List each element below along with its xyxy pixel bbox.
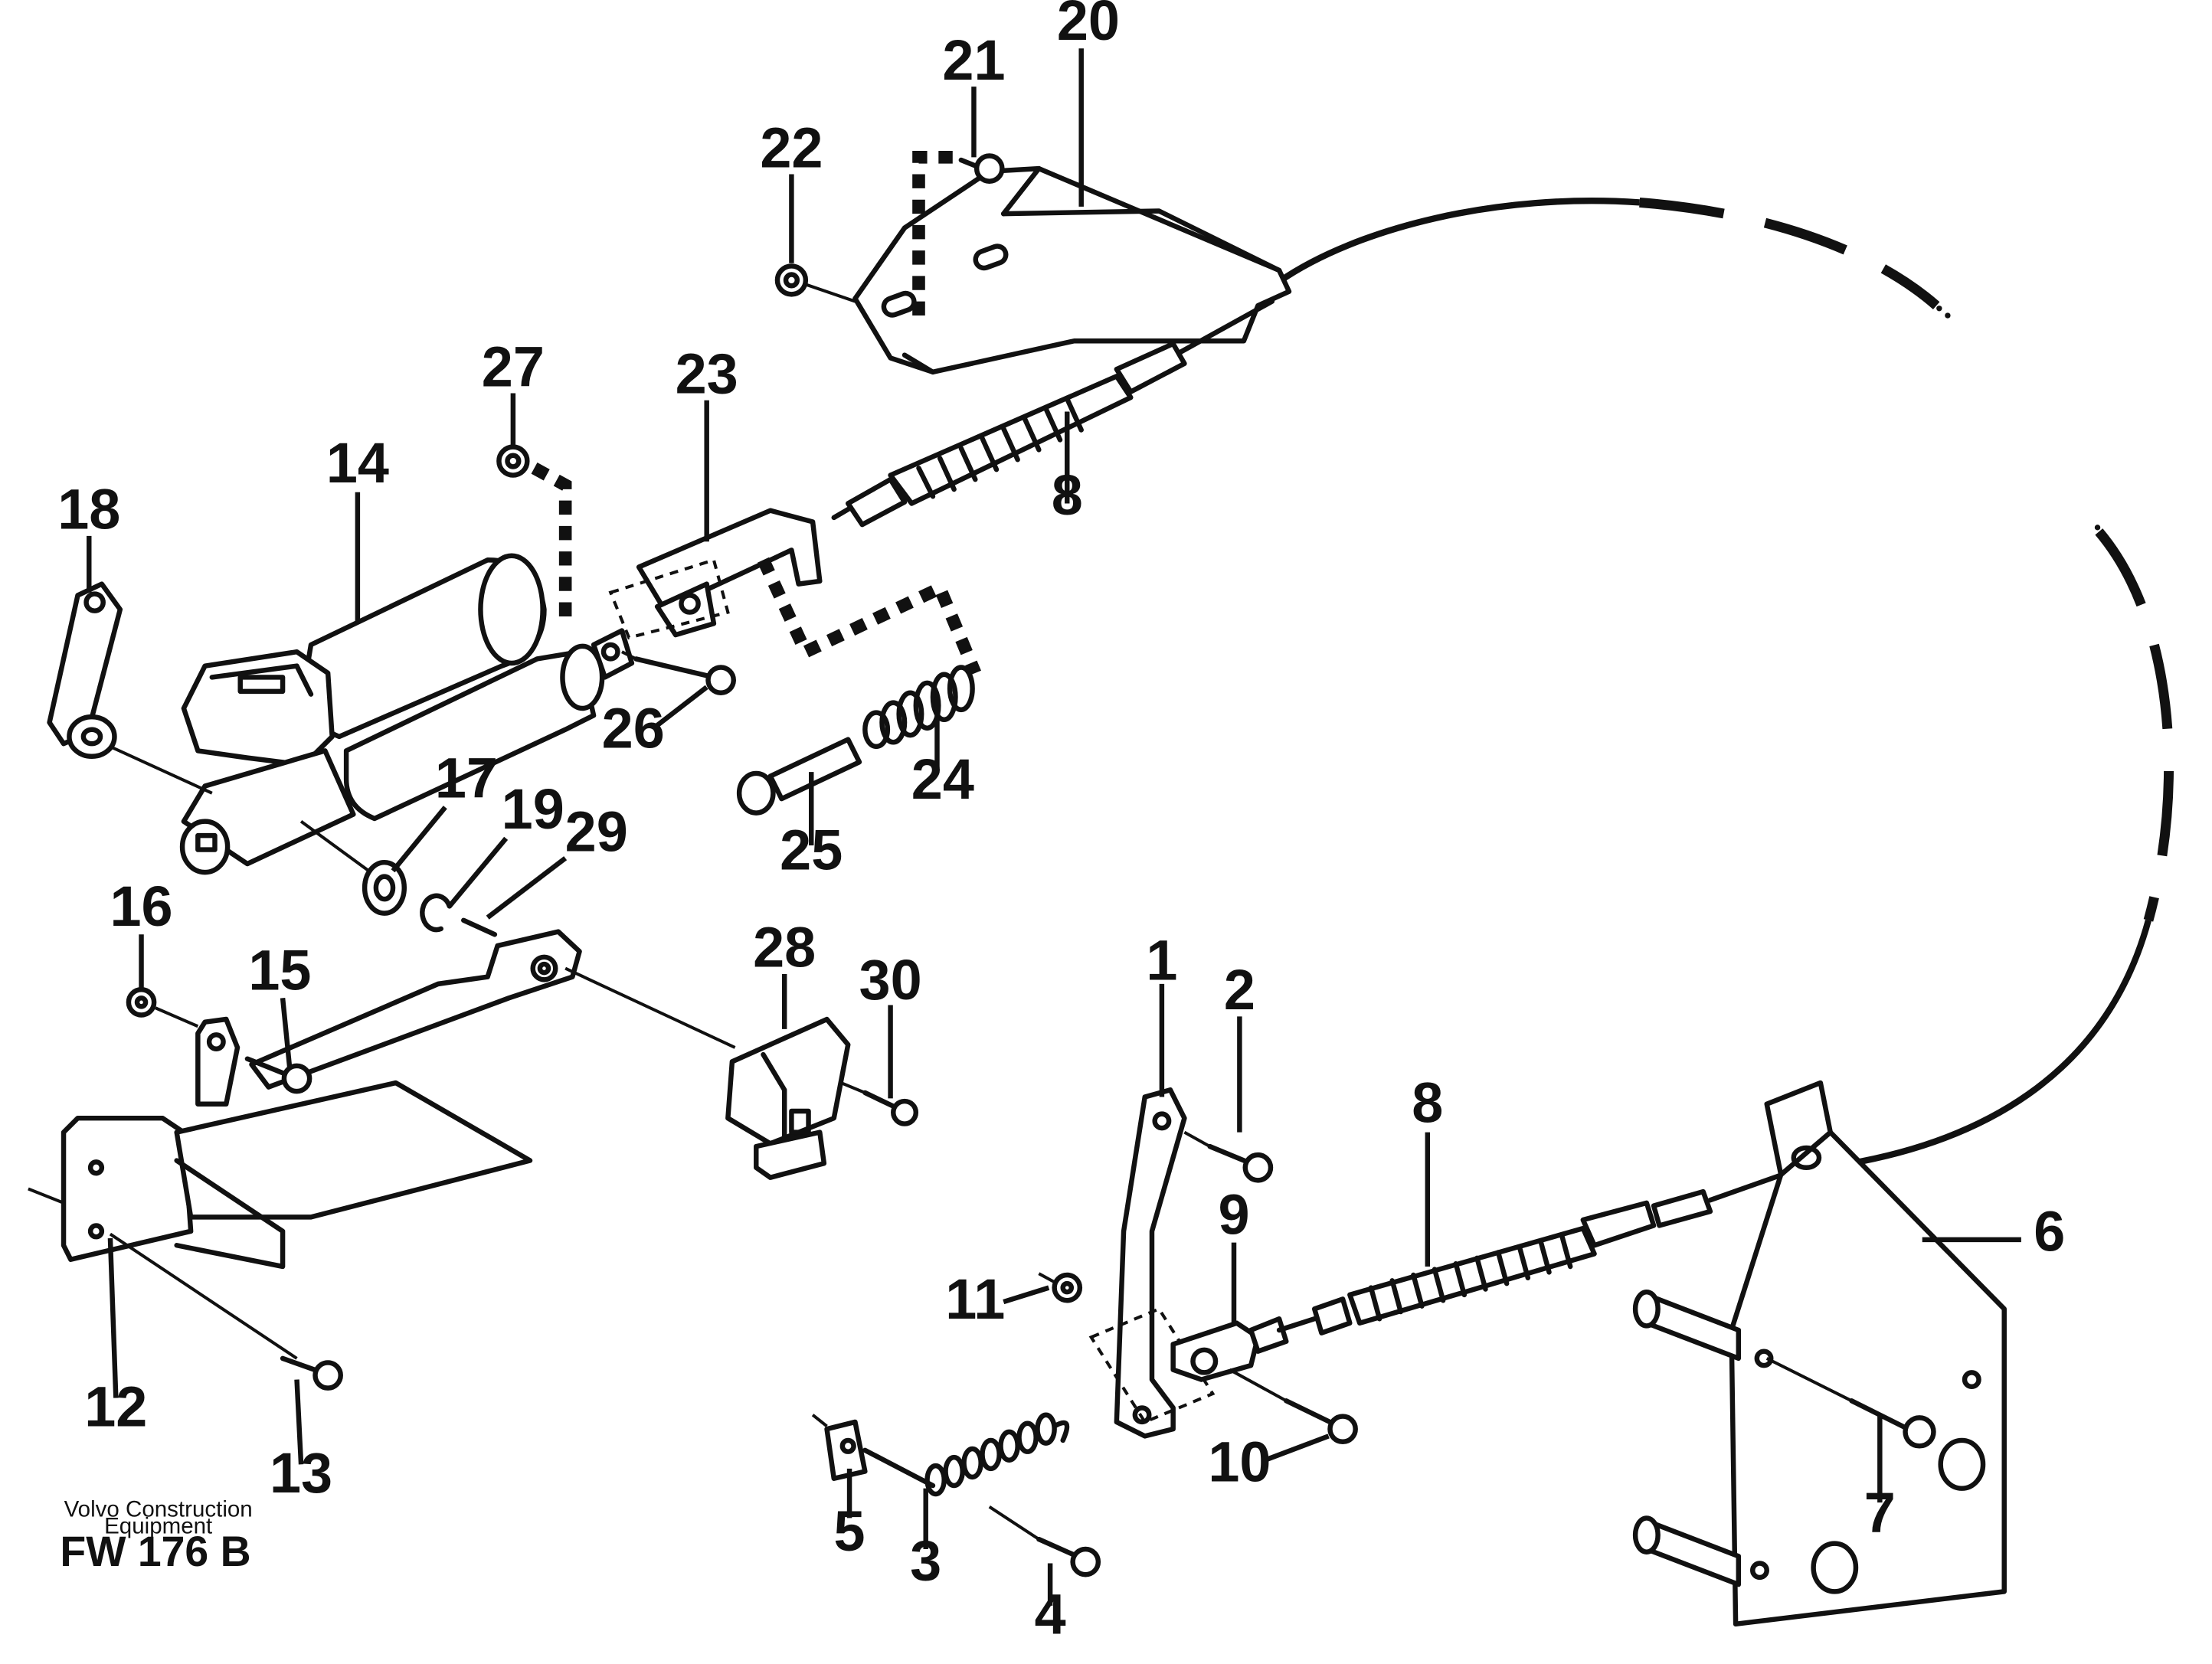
screw-2 bbox=[1183, 1130, 1274, 1183]
screw-26 bbox=[621, 650, 736, 695]
callout-8-lower: 8 bbox=[1412, 1071, 1443, 1135]
base-bracket-12 bbox=[28, 929, 736, 1360]
screw-21 bbox=[958, 153, 1005, 184]
nut-22 bbox=[774, 263, 856, 303]
sensor-28 bbox=[725, 1016, 851, 1180]
callout-13: 13 bbox=[270, 1441, 332, 1505]
cable-sleeve-upper bbox=[831, 299, 1275, 528]
callout-4: 4 bbox=[1035, 1583, 1066, 1646]
upper-cable-bracket bbox=[852, 151, 1292, 375]
caption-brand-line1: Volvo Construction bbox=[64, 1497, 253, 1522]
callout-8-upper: 8 bbox=[1052, 463, 1083, 527]
callout-7: 7 bbox=[1864, 1481, 1896, 1545]
callout-25: 25 bbox=[780, 818, 843, 881]
bracket-5 bbox=[811, 1414, 868, 1481]
callout-6: 6 bbox=[2034, 1200, 2065, 1264]
figure-caption: Volvo Construction Equipment FW 176 B bbox=[60, 1497, 252, 1576]
callout-16: 16 bbox=[110, 874, 172, 938]
callout-23: 23 bbox=[676, 342, 738, 406]
callout-30: 30 bbox=[859, 948, 922, 1012]
nut-11 bbox=[1038, 1272, 1083, 1303]
cable-sleeve-lower bbox=[1276, 1165, 1805, 1335]
screw-30 bbox=[840, 1081, 919, 1126]
callout-28: 28 bbox=[753, 916, 816, 979]
actuator-motor-14 bbox=[179, 553, 635, 877]
pin-25 bbox=[736, 737, 862, 816]
callout-20: 20 bbox=[1057, 0, 1120, 52]
throttle-cable bbox=[1277, 197, 2174, 1171]
callout-14: 14 bbox=[326, 431, 389, 495]
callout-3: 3 bbox=[910, 1529, 941, 1593]
screw-4 bbox=[988, 1505, 1101, 1577]
callout-27: 27 bbox=[482, 335, 545, 398]
bushing-17 bbox=[362, 859, 407, 916]
pin-29 bbox=[461, 917, 498, 937]
figure-id: FW 176 B bbox=[60, 1528, 250, 1575]
callout-26: 26 bbox=[602, 697, 665, 760]
callout-15: 15 bbox=[248, 938, 311, 1002]
mounting-plate-6 bbox=[1632, 1080, 2007, 1627]
callout-21: 21 bbox=[942, 28, 1005, 92]
callout-1: 1 bbox=[1146, 928, 1177, 992]
clip-19 bbox=[420, 893, 453, 933]
callout-2: 2 bbox=[1224, 958, 1255, 1022]
callout-5: 5 bbox=[834, 1499, 865, 1563]
small-bracket-23 bbox=[608, 508, 823, 640]
callout-labels: 1 2 3 4 5 6 7 8 8 9 10 11 12 13 14 15 16… bbox=[57, 0, 2065, 1646]
callout-19: 19 bbox=[502, 777, 564, 841]
callout-22: 22 bbox=[760, 116, 823, 179]
screw-13 bbox=[280, 1355, 343, 1391]
callout-10: 10 bbox=[1208, 1430, 1271, 1493]
caption-brand-line2: Equipment bbox=[104, 1514, 212, 1539]
leader-lines bbox=[87, 48, 2021, 1606]
screw-15 bbox=[244, 1056, 312, 1094]
pedal-lever-1 bbox=[1088, 1087, 1216, 1439]
callout-17: 17 bbox=[435, 746, 498, 809]
callout-11: 11 bbox=[945, 1267, 1005, 1331]
spring-3 bbox=[862, 1412, 1070, 1497]
callout-12: 12 bbox=[84, 1375, 147, 1438]
spring-24 bbox=[862, 665, 975, 750]
callout-29: 29 bbox=[565, 799, 628, 863]
nut-16 bbox=[126, 987, 199, 1028]
screw-10 bbox=[1229, 1368, 1358, 1445]
callout-24: 24 bbox=[911, 747, 974, 811]
callout-9: 9 bbox=[1218, 1183, 1249, 1247]
lever-arm-18 bbox=[47, 581, 213, 795]
nut-27 bbox=[496, 444, 572, 624]
callout-18: 18 bbox=[57, 478, 120, 541]
clevis-9 bbox=[1170, 1316, 1289, 1382]
